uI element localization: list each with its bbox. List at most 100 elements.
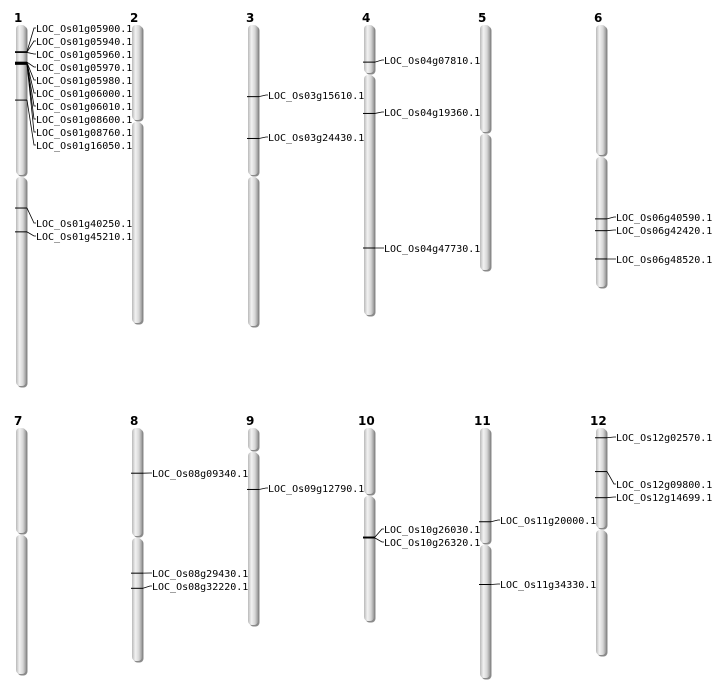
- gene-label: LOC_Os01g05970.1: [36, 63, 132, 74]
- chromosome-long-arm: [364, 496, 374, 621]
- gene-leader-line: [258, 136, 268, 139]
- gene-leader-line: [374, 111, 384, 114]
- gene-leader-line: [26, 27, 36, 52]
- gene-leader-line: [26, 63, 36, 107]
- chromosome-long-arm: [480, 134, 490, 270]
- chromosome-short-arm: [480, 428, 490, 543]
- chromosome-long-arm: [16, 177, 26, 386]
- chromosome-12: 12: [590, 414, 608, 657]
- chromosome-number: 8: [130, 414, 138, 428]
- gene-label: LOC_Os06g40590.1: [616, 213, 712, 224]
- gene-label: LOC_Os08g09340.1: [152, 469, 248, 480]
- gene-leader-line: [606, 216, 616, 220]
- chromosome-short-arm: [16, 428, 26, 533]
- chromosome-4: 4: [362, 11, 376, 317]
- gene-label: LOC_Os09g12790.1: [268, 484, 364, 495]
- gene-label: LOC_Os01g06000.1: [36, 89, 132, 100]
- chromosome-long-arm: [248, 452, 258, 625]
- chromosome-number: 10: [358, 414, 375, 428]
- gene-leader-line: [374, 59, 384, 63]
- chromosome-number: 2: [130, 11, 138, 25]
- chromosome-short-arm: [596, 428, 606, 528]
- gene-leader-line: [258, 487, 268, 490]
- gene-label: LOC_Os06g48520.1: [616, 255, 712, 266]
- gene-label: LOC_Os01g05940.1: [36, 37, 132, 48]
- chromosome-short-arm: [132, 428, 142, 536]
- gene-label: LOC_Os04g47730.1: [384, 244, 480, 255]
- gene-label: LOC_Os01g06010.1: [36, 102, 132, 113]
- gene-label: LOC_Os03g24430.1: [268, 133, 364, 144]
- chromosome-number: 1: [14, 11, 22, 25]
- chromosome-long-arm: [16, 535, 26, 674]
- gene-leader-line: [26, 52, 36, 55]
- chromosome-short-arm: [132, 25, 142, 120]
- chromosome-7: 7: [14, 414, 28, 676]
- gene-leader-line: [374, 528, 384, 538]
- gene-label: LOC_Os11g20000.1: [500, 516, 596, 527]
- chromosome-10: 10: [358, 414, 376, 623]
- gene-label: LOC_Os10g26320.1: [384, 538, 480, 549]
- chromosome-long-arm: [132, 538, 142, 661]
- gene-leader-line: [606, 436, 616, 439]
- gene-label: LOC_Os12g09800.1: [616, 480, 712, 491]
- gene-leader-line: [26, 63, 36, 120]
- gene-label: LOC_Os10g26030.1: [384, 525, 480, 536]
- gene-leader-line: [258, 94, 268, 98]
- chromosome-2: 2: [130, 11, 144, 325]
- chromosome-number: 3: [246, 11, 254, 25]
- chromosome-number: 5: [478, 11, 486, 25]
- gene-label: LOC_Os01g16050.1: [36, 141, 132, 152]
- gene-leader-line: [26, 62, 36, 94]
- chromosome-short-arm: [364, 428, 374, 494]
- chromosome-11: 11: [474, 414, 492, 680]
- gene-label: LOC_Os08g32220.1: [152, 582, 248, 593]
- gene-label: LOC_Os11g34330.1: [500, 580, 596, 591]
- gene-label: LOC_Os01g05960.1: [36, 50, 132, 61]
- chromosome-short-arm: [248, 25, 258, 175]
- gene-leader-line: [490, 519, 500, 523]
- gene-leader-line: [26, 100, 36, 146]
- chromosome-long-arm: [364, 75, 374, 315]
- gene-leader-line: [490, 583, 500, 585]
- chromosome-short-arm: [480, 25, 490, 132]
- chromosome-1: 1: [14, 11, 28, 388]
- chromosome-8: 8: [130, 414, 144, 663]
- gene-leader-line: [26, 61, 36, 68]
- gene-label: LOC_Os08g29430.1: [152, 569, 248, 580]
- chromosome-5: 5: [478, 11, 492, 272]
- chromosome-number: 9: [246, 414, 254, 428]
- gene-leader-line: [26, 40, 36, 53]
- gene-leader-line: [142, 585, 152, 589]
- gene-leader-line: [26, 64, 36, 133]
- gene-label: LOC_Os12g02570.1: [616, 433, 712, 444]
- chromosome-long-arm: [480, 545, 490, 678]
- chromosome-3: 3: [246, 11, 260, 328]
- gene-label: LOC_Os01g40250.1: [36, 219, 132, 230]
- gene-label: LOC_Os03g15610.1: [268, 91, 364, 102]
- gene-label: LOC_Os01g08600.1: [36, 115, 132, 126]
- gene-label: LOC_Os04g07810.1: [384, 56, 480, 67]
- gene-leader-line: [606, 496, 616, 499]
- gene-label: LOC_Os01g08760.1: [36, 128, 132, 139]
- gene-label: LOC_Os01g45210.1: [36, 232, 132, 243]
- gene-label: LOC_Os06g42420.1: [616, 226, 712, 237]
- chromosome-number: 6: [594, 11, 602, 25]
- chromosome-number: 4: [362, 11, 370, 25]
- gene-leader-line: [606, 229, 616, 232]
- gene-label: LOC_Os04g19360.1: [384, 108, 480, 119]
- gene-label: LOC_Os12g14699.1: [616, 493, 712, 504]
- gene-label: LOC_Os01g05900.1: [36, 24, 132, 35]
- chromosome-long-arm: [248, 177, 258, 326]
- gene-leader-line: [26, 231, 36, 237]
- chromosome-number: 7: [14, 414, 22, 428]
- chromosome-long-arm: [596, 530, 606, 655]
- gene-leader-line: [26, 62, 36, 81]
- chromosome-short-arm: [248, 428, 258, 450]
- gene-leader-line: [26, 207, 36, 224]
- chromosome-short-arm: [596, 25, 606, 155]
- chromosome-number: 12: [590, 414, 607, 428]
- chromosome-long-arm: [596, 157, 606, 287]
- chromosome-short-arm: [364, 25, 374, 73]
- gene-label: LOC_Os01g05980.1: [36, 76, 132, 87]
